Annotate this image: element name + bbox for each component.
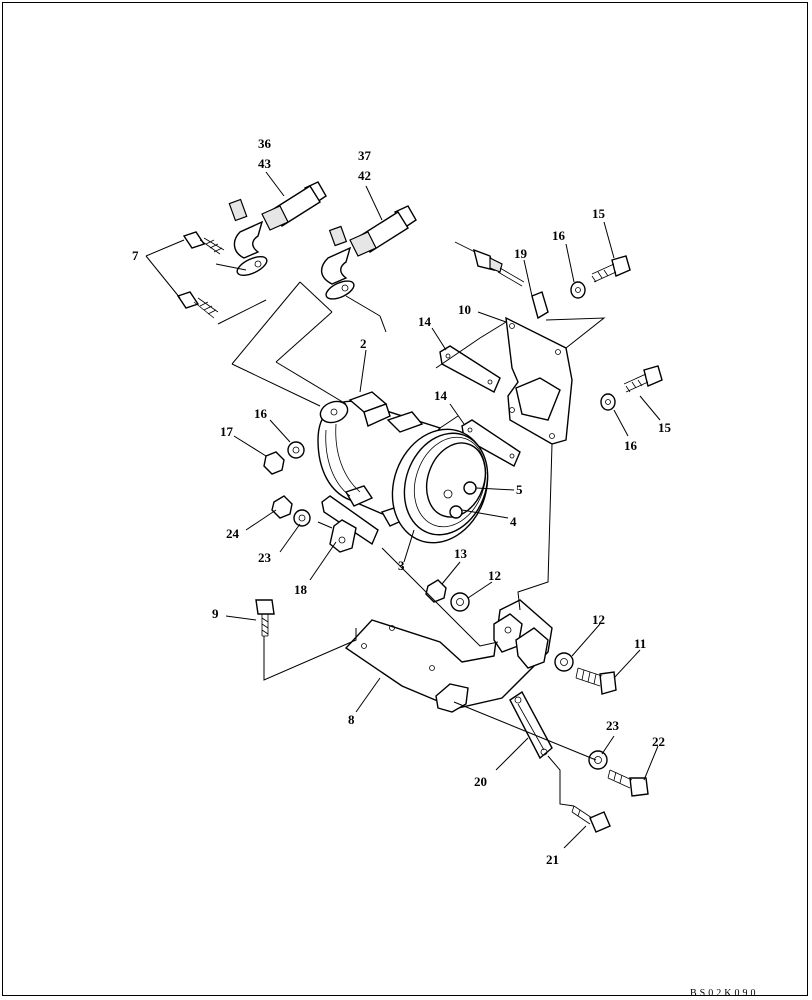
washer-16-right (600, 393, 616, 411)
callout-17: 17 (220, 424, 234, 439)
callout-22: 22 (652, 734, 665, 749)
nut-24 (271, 495, 293, 519)
callout-20: 20 (474, 774, 487, 789)
hose-assembly-42 (321, 205, 417, 300)
callout-16-upper: 16 (552, 228, 566, 243)
callout-13: 13 (454, 546, 468, 561)
callout-36: 36 (258, 136, 272, 151)
callout-43: 43 (258, 156, 272, 171)
leader-lines (145, 171, 661, 849)
callout-12-upper: 12 (488, 568, 501, 583)
callout-21: 21 (546, 852, 559, 867)
callout-5: 5 (516, 482, 523, 497)
callout-23-left: 23 (258, 550, 272, 565)
bolt-11 (575, 667, 617, 695)
bolt-7-upper (182, 231, 225, 255)
magnetic-clutch-3 (391, 428, 489, 544)
clutch-cap-5 (463, 481, 477, 495)
strap-14-upper (439, 345, 501, 393)
callout-11: 11 (634, 636, 646, 651)
callout-15-right: 15 (658, 420, 672, 435)
clip-19 (531, 291, 549, 320)
callout-23-lower: 23 (606, 718, 620, 733)
strap-18 (321, 495, 379, 553)
washer-12-lower (554, 652, 574, 672)
washer-16-upper (570, 281, 586, 299)
callout-2: 2 (360, 336, 367, 351)
callout-18: 18 (294, 582, 308, 597)
callout-16-right: 16 (624, 438, 638, 453)
washer-12-upper (450, 592, 470, 612)
callout-14-upper: 14 (418, 314, 432, 329)
bracket-10 (505, 316, 573, 445)
callout-8: 8 (348, 712, 355, 727)
washer-23-left (293, 509, 311, 527)
drawing-code: BS02K090 (690, 988, 758, 999)
callout-14-lower: 14 (434, 388, 448, 403)
callout-24: 24 (226, 526, 240, 541)
callout-37: 37 (358, 148, 372, 163)
washer-23-lower (588, 750, 608, 770)
bolt-9 (255, 599, 275, 637)
callout-7: 7 (132, 248, 139, 263)
callout-16-left: 16 (254, 406, 268, 421)
assembly-reference-lines (215, 263, 606, 807)
bolt-21 (571, 805, 611, 833)
bolt-15-right (623, 365, 663, 393)
bolt-22 (607, 769, 649, 797)
callout-3: 3 (398, 558, 405, 573)
callout-15-upper: 15 (592, 206, 606, 221)
callout-42: 42 (358, 168, 371, 183)
nut-17 (263, 451, 285, 475)
pressure-switch-19 (454, 241, 525, 287)
callout-10: 10 (458, 302, 471, 317)
bolt-15-upper (591, 255, 631, 283)
clutch-cap-4 (449, 505, 463, 519)
callout-9: 9 (212, 606, 219, 621)
bolt-7-lower (176, 291, 219, 319)
washer-16-left (287, 441, 305, 459)
callout-labels: 36 43 37 42 7 2 19 16 15 10 14 14 16 17 … (132, 136, 672, 867)
callout-12-right: 12 (592, 612, 605, 627)
hose-assembly-43 (228, 181, 327, 276)
bracket-8 (344, 599, 553, 713)
adjuster-20 (509, 690, 553, 760)
callout-19: 19 (514, 246, 528, 261)
callout-4: 4 (510, 514, 517, 529)
